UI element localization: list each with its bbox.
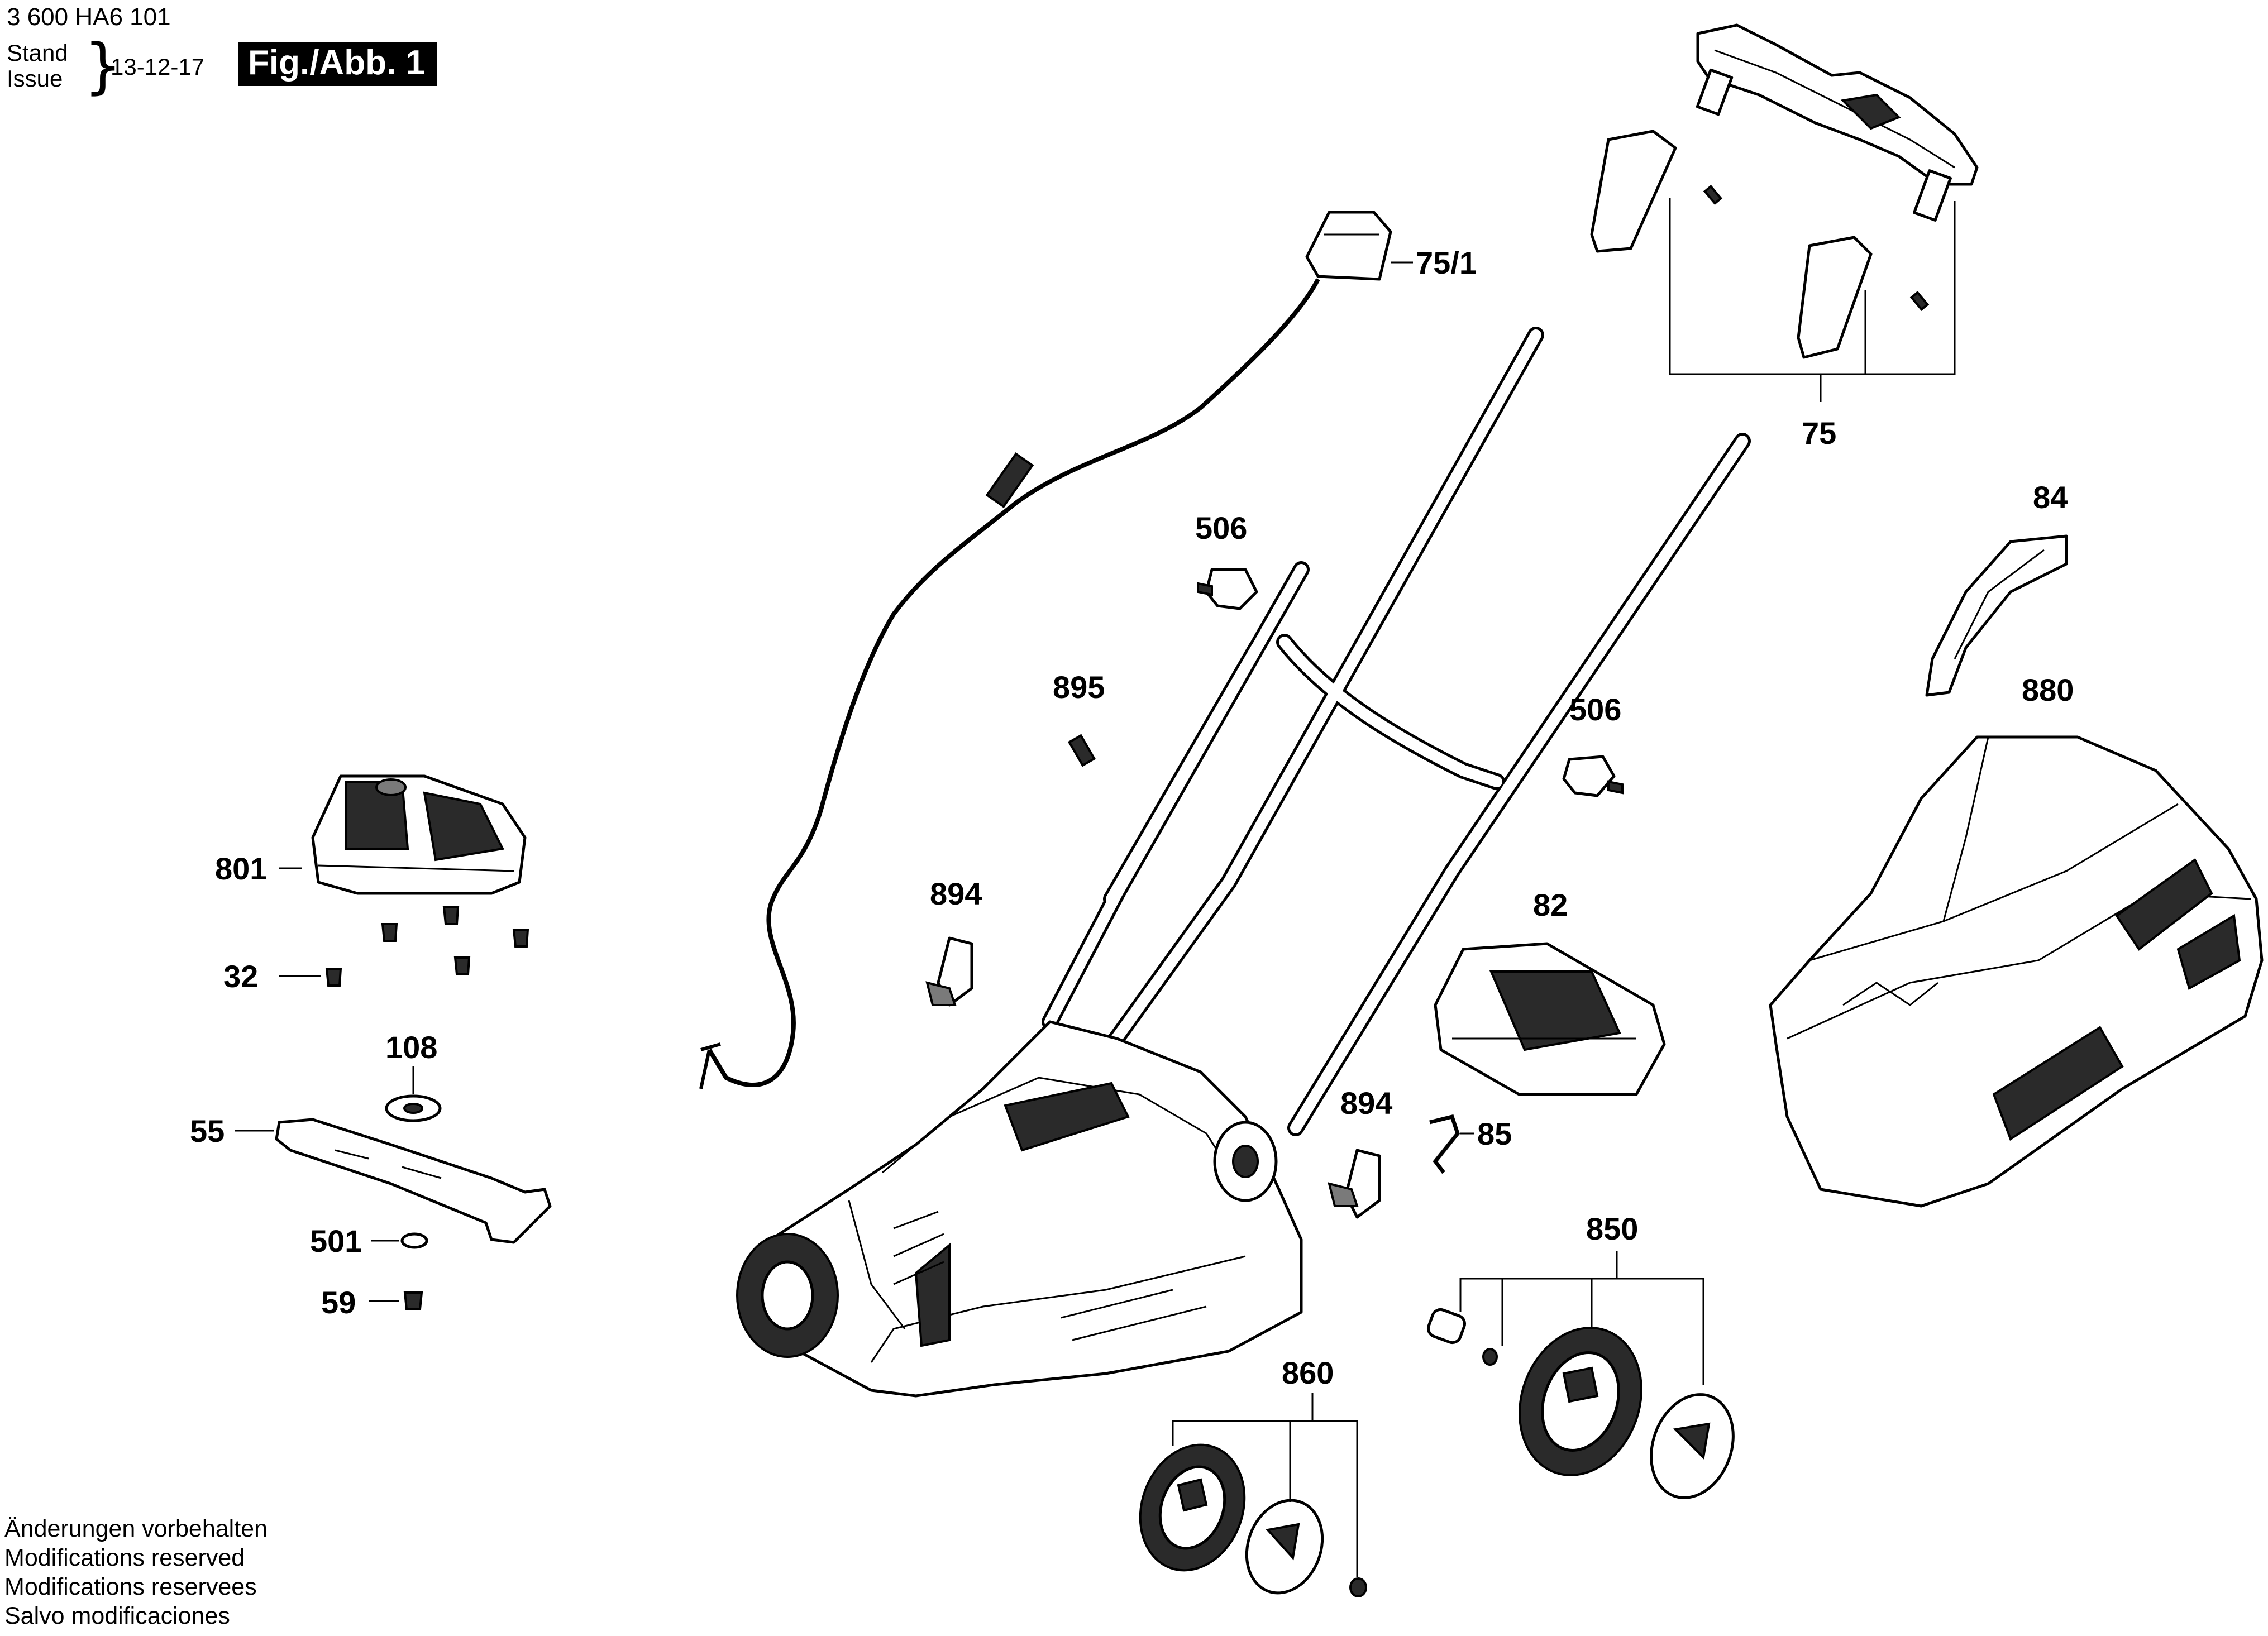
front-wheel-screw-860 <box>1349 1577 1367 1597</box>
front-wheel-860 <box>1139 1443 1246 1572</box>
part-label-32: 32 <box>223 959 258 994</box>
footer-line-es: Salvo modificaciones <box>4 1602 230 1629</box>
power-cable <box>707 278 1320 1087</box>
stand-issue-labels: Stand Issue <box>7 40 68 92</box>
pin-895 <box>1067 734 1096 767</box>
footer-notice: Änderungen vorbehalten Modifications res… <box>4 1514 268 1630</box>
cable-hook <box>699 1042 721 1089</box>
height-lever-894-left <box>925 936 973 1007</box>
part-label-55: 55 <box>190 1113 225 1149</box>
rear-hubcap-850 <box>1650 1393 1735 1499</box>
washer-501 <box>400 1232 428 1249</box>
part-label-82: 82 <box>1533 887 1568 922</box>
part-label-75-1: 75/1 <box>1416 245 1477 280</box>
clamp-screw-1 <box>1703 184 1723 205</box>
issue-label: Issue <box>7 65 63 92</box>
part-label-84: 84 <box>2033 480 2068 515</box>
clip-85 <box>1429 1114 1460 1174</box>
leader-860-bracket <box>1172 1420 1358 1577</box>
part-label-108: 108 <box>385 1030 437 1065</box>
handle-tubes <box>1042 327 1751 1136</box>
knob-506-upper <box>1197 568 1258 610</box>
part-label-506-upper: 506 <box>1195 510 1247 546</box>
rear-axle-bushing-850 <box>1426 1308 1498 1366</box>
part-label-75: 75 <box>1802 415 1836 451</box>
height-lever-894-right <box>1328 1149 1381 1219</box>
stand-label: Stand <box>7 40 68 66</box>
part-label-894-left: 894 <box>930 876 982 911</box>
part-label-880: 880 <box>2022 672 2074 707</box>
footer-line-en: Modifications reserved <box>4 1544 245 1571</box>
knob-506-lower <box>1562 755 1624 797</box>
footer-line-fr: Modifications reservees <box>4 1573 257 1600</box>
document-number: 3 600 HA6 101 <box>7 3 171 31</box>
front-hubcap-860 <box>1245 1499 1324 1595</box>
part-label-801: 801 <box>215 851 267 886</box>
motor-801 <box>311 774 527 895</box>
part-label-506-lower: 506 <box>1569 692 1621 727</box>
leader-850-bracket <box>1459 1278 1704 1385</box>
leader-75-bracket <box>1669 198 1956 375</box>
handle-clamp-right <box>1797 236 1873 359</box>
part-label-850: 850 <box>1586 1211 1638 1246</box>
bolt-59 <box>403 1291 423 1310</box>
brace-glyph: } <box>84 31 122 101</box>
part-label-59: 59 <box>321 1285 356 1320</box>
part-label-85: 85 <box>1477 1116 1512 1151</box>
issue-date: 13-12-17 <box>111 54 205 80</box>
rear-wheel-850 <box>1519 1327 1642 1476</box>
grass-box-handle-84 <box>1925 534 2068 697</box>
handle-clamp-left <box>1590 130 1677 253</box>
part-label-895: 895 <box>1053 669 1105 705</box>
footer-line-de: Änderungen vorbehalten <box>4 1515 268 1542</box>
part-label-894-right: 894 <box>1340 1085 1392 1121</box>
handle-top-bar <box>1696 23 1979 222</box>
washer-108-hole <box>403 1103 423 1114</box>
part-label-501: 501 <box>310 1223 362 1259</box>
cable-strain-relief <box>985 452 1034 508</box>
mower-deck <box>736 1020 1303 1398</box>
cable-clip-75-1 <box>1305 211 1392 281</box>
figure-badge: Fig./Abb. 1 <box>238 42 437 86</box>
grass-collector-880 <box>1769 735 2264 1208</box>
blade-55 <box>275 1118 552 1244</box>
cover-82 <box>1434 942 1666 1096</box>
part-label-860: 860 <box>1282 1355 1334 1390</box>
clamp-screw-2 <box>1909 290 1930 312</box>
motor-screws-32 <box>325 906 529 987</box>
